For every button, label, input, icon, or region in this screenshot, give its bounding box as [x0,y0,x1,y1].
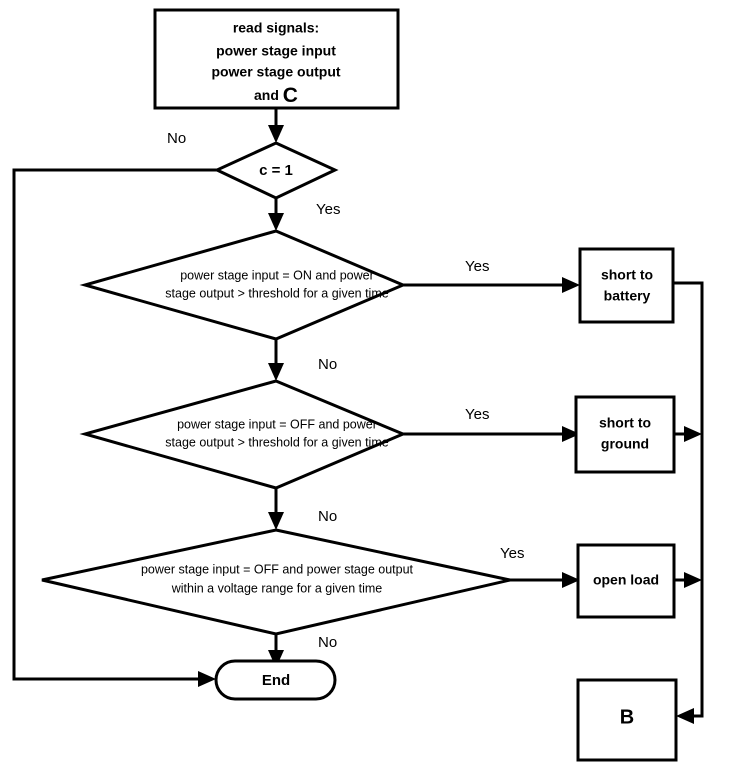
read-signals-line-4-prefix: and [254,87,283,103]
edge-d1-yes [403,277,580,293]
edge-label-d2-yes: Yes [465,406,489,423]
node-read-signals[interactable]: read signals: power stage input power st… [153,8,400,110]
arrowhead-d1-to-d2 [268,363,284,381]
arrowhead-d3-to-end [268,650,284,668]
decision-c-equals-1-label: c = 1 [259,162,293,179]
decision-short-to-battery-line-1: power stage input = ON and power [180,268,374,282]
arrowhead-d1-to-battery [562,277,580,293]
edge-d1-no [268,339,284,381]
arrowhead-c1-to-d1 [268,213,284,231]
edge-d2-yes [403,426,580,442]
arrowhead-bus-to-b [676,708,694,724]
edge-ground-to-bus [673,426,702,442]
short-to-ground-line-1: short to [599,415,651,431]
edge-c1-no-loop [12,168,217,687]
edge-right-bus [673,281,704,724]
node-decision-open-load[interactable]: power stage input = OFF and power stage … [41,528,511,636]
read-signals-line-2: power stage input [216,43,336,59]
edge-label-c1-no: No [167,130,186,147]
node-open-load[interactable]: open load [576,543,676,619]
short-to-battery-line-2: battery [604,288,651,304]
node-short-to-ground[interactable]: short to ground [574,395,676,474]
arrowhead-ground-to-bus [684,426,702,442]
edge-read-to-c1 [268,108,284,143]
edge-openload-to-bus [673,572,702,588]
edge-label-d1-no: No [318,356,337,373]
edge-c1-yes [268,198,284,231]
edge-label-d3-no: No [318,634,337,651]
short-to-battery-line-1: short to [601,267,653,283]
read-signals-line-4: and C [254,84,298,107]
arrowhead-openload-to-bus [684,572,702,588]
read-signals-line-3: power stage output [211,64,340,80]
edge-label-c1-yes: Yes [316,201,340,218]
read-signals-line-1: read signals: [233,20,319,36]
arrowhead-read-to-c1 [268,125,284,143]
decision-short-to-battery-line-2: stage output > threshold for a given tim… [165,286,388,300]
arrowhead-d3-to-openload [562,572,580,588]
arrowhead-loop-to-end [198,671,216,687]
open-load-label: open load [593,572,659,588]
short-to-ground-line-2: ground [601,436,649,452]
node-decision-short-to-battery[interactable]: power stage input = ON and power stage o… [79,229,407,341]
edge-label-d3-yes: Yes [500,545,524,562]
decision-short-to-ground-line-2: stage output > threshold for a given tim… [165,435,388,449]
edge-label-d1-yes: Yes [465,258,489,275]
node-end[interactable]: End [214,659,337,701]
arrowhead-d2-to-d3 [268,512,284,530]
node-decision-short-to-ground[interactable]: power stage input = OFF and power stage … [79,379,407,490]
edge-d2-no [268,488,284,530]
read-signals-c-symbol: C [283,84,298,107]
node-short-to-battery[interactable]: short to battery [578,247,675,324]
edge-d3-no [268,634,284,668]
decision-open-load-line-1: power stage input = OFF and power stage … [141,562,414,576]
decision-short-to-ground-line-1: power stage input = OFF and power [177,417,377,431]
connector-b-label: B [620,706,634,728]
edge-d3-yes [510,572,580,588]
node-connector-b[interactable]: B [576,678,678,762]
decision-open-load-line-2: within a voltage range for a given time [171,581,383,595]
arrowhead-d2-to-ground [562,426,580,442]
node-decision-c-equals-1[interactable]: c = 1 [213,141,339,200]
end-label: End [262,672,290,689]
edge-label-d2-no: No [318,508,337,525]
